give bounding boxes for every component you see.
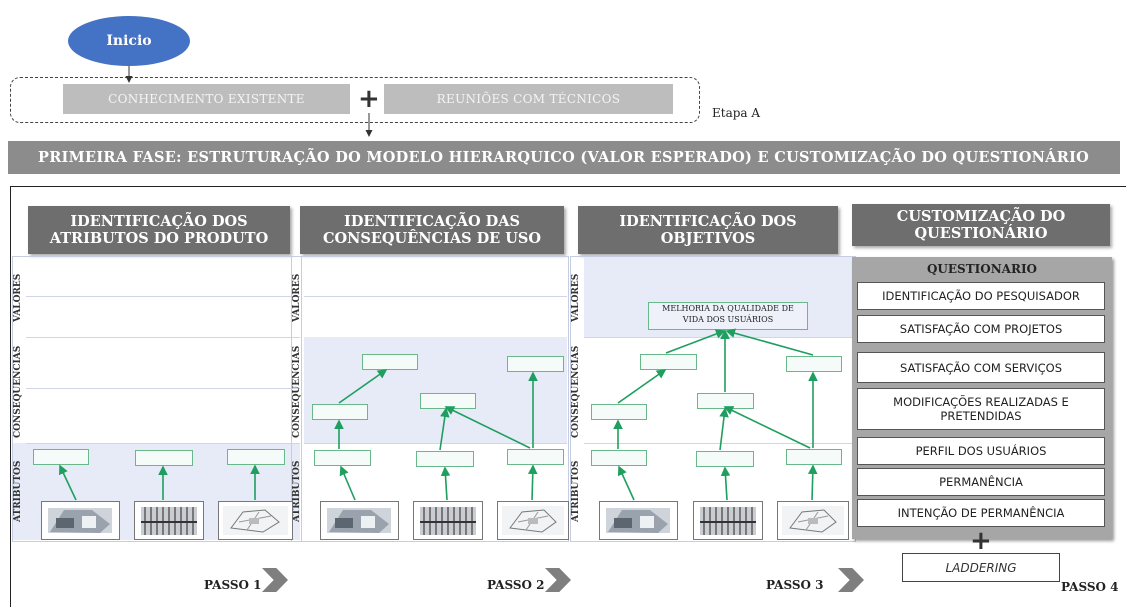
questionnaire-item: MODIFICAÇÕES REALIZADAS E PRETENDIDAS <box>857 388 1105 430</box>
column-header-line: IDENTIFICAÇÃO DAS <box>344 213 520 230</box>
column-header-line: QUESTIONÁRIO <box>914 225 1048 242</box>
questionnaire-item: INTENÇÃO DE PERMANÊNCIA <box>857 499 1105 527</box>
facade-drawing <box>141 507 197 535</box>
step-label: PASSO 1 <box>204 578 262 592</box>
attribute-box <box>591 450 647 466</box>
site-plan-drawing <box>502 506 564 535</box>
house-plan-drawing <box>327 508 391 533</box>
step-label: PASSO 4 <box>1061 580 1119 594</box>
house-plan-drawing <box>48 508 112 533</box>
site-plan-drawing <box>223 506 288 535</box>
link-arrow <box>617 369 667 404</box>
consequence-box <box>362 354 418 370</box>
site-plan-drawing <box>782 506 844 535</box>
start-label: Inicio <box>106 33 152 49</box>
building-facade-image <box>134 501 204 540</box>
grid-line <box>26 443 300 444</box>
link-arrow <box>338 369 388 404</box>
phase-frame <box>10 186 1126 607</box>
link-arrow <box>339 465 356 501</box>
questionnaire-item: PERFIL DOS USUÁRIOS <box>857 437 1105 465</box>
column-header-line: ATRIBUTOS DO PRODUTO <box>49 230 269 247</box>
ladder-links <box>59 328 818 501</box>
panel-attributes <box>12 256 302 542</box>
building-facade-image <box>693 501 763 540</box>
link-arrow <box>444 406 531 449</box>
link-arrow <box>59 464 77 501</box>
questionnaire-title: QUESTIONARIO <box>926 262 1038 276</box>
grid-line <box>304 296 567 297</box>
link-arrow <box>725 328 814 356</box>
link-arrow <box>617 465 635 501</box>
link-arrow <box>723 406 811 449</box>
connector-layer <box>59 66 818 501</box>
goal-box: MELHORIA DA QUALIDADE DE VIDA DOS USUÁRIO… <box>648 302 808 330</box>
column-header-line: OBJETIVOS <box>660 230 756 247</box>
step-label: PASSO 2 <box>487 578 545 592</box>
house-plan-image <box>41 501 120 540</box>
link-arrow <box>719 407 729 451</box>
questionnaire-item: SATISFAÇÃO COM SERVIÇOS <box>857 352 1105 383</box>
start-node: Inicio <box>68 16 190 66</box>
grid-line <box>26 337 300 338</box>
house-plan-image <box>320 501 399 540</box>
consequence-box <box>640 354 697 370</box>
technician-meetings-box: REUNIÕES COM TÉCNICOS <box>384 84 673 114</box>
column-header-line: CONSEQUÊNCIAS DE USO <box>322 230 542 247</box>
goal-line: MELHORIA DA QUALIDADE DE <box>662 304 794 313</box>
phase-title-bar: PRIMEIRA FASE: ESTRUTURAÇÃO DO MODELO HI… <box>8 141 1120 174</box>
column-header-line: IDENTIFICAÇÃO DOS <box>619 213 797 230</box>
site-plan-image <box>218 501 293 540</box>
column-header-line: CUSTOMIZAÇÃO DO <box>896 208 1066 225</box>
plus-icon: + <box>358 84 380 114</box>
link-arrow <box>807 464 818 501</box>
facade-drawing <box>420 507 476 535</box>
building-facade-image <box>413 501 483 540</box>
stage-label: Etapa A <box>712 106 761 120</box>
link-arrow <box>527 464 538 501</box>
facade-drawing <box>700 507 756 535</box>
grid-line <box>26 296 300 297</box>
existing-knowledge-box: CONHECIMENTO EXISTENTE <box>63 84 350 114</box>
goal-line: VIDA DOS USUÁRIOS <box>682 315 774 324</box>
house-plan-image <box>599 501 678 540</box>
link-arrow <box>439 407 450 451</box>
inputs-group <box>10 77 700 123</box>
grid-line <box>584 443 854 444</box>
questionnaire-item: PERMANÊNCIA <box>857 468 1105 496</box>
step-label: PASSO 3 <box>766 578 824 592</box>
grid-line <box>26 388 300 389</box>
link-arrow <box>665 329 726 354</box>
panel-consequences <box>291 256 569 542</box>
grid-line <box>304 443 567 444</box>
site-plan-image <box>497 501 569 540</box>
laddering-box: LADDERING <box>902 553 1060 582</box>
consequences-band <box>304 337 567 443</box>
attribute-box <box>33 449 89 465</box>
attribute-box <box>314 450 371 466</box>
house-plan-drawing <box>606 508 670 533</box>
link-arrow <box>720 466 731 501</box>
site-plan-image <box>777 501 849 540</box>
phase-title: PRIMEIRA FASE: ESTRUTURAÇÃO DO MODELO HI… <box>38 149 1090 166</box>
link-arrow <box>440 466 451 501</box>
top-flow-arrows <box>125 66 373 137</box>
questionnaire-item: SATISFAÇÃO COM PROJETOS <box>857 315 1105 343</box>
column-header-line: IDENTIFICAÇÃO DOS <box>70 213 248 230</box>
questionnaire-item: IDENTIFICAÇÃO DO PESQUISADOR <box>857 282 1105 310</box>
plus-icon: + <box>970 526 992 556</box>
